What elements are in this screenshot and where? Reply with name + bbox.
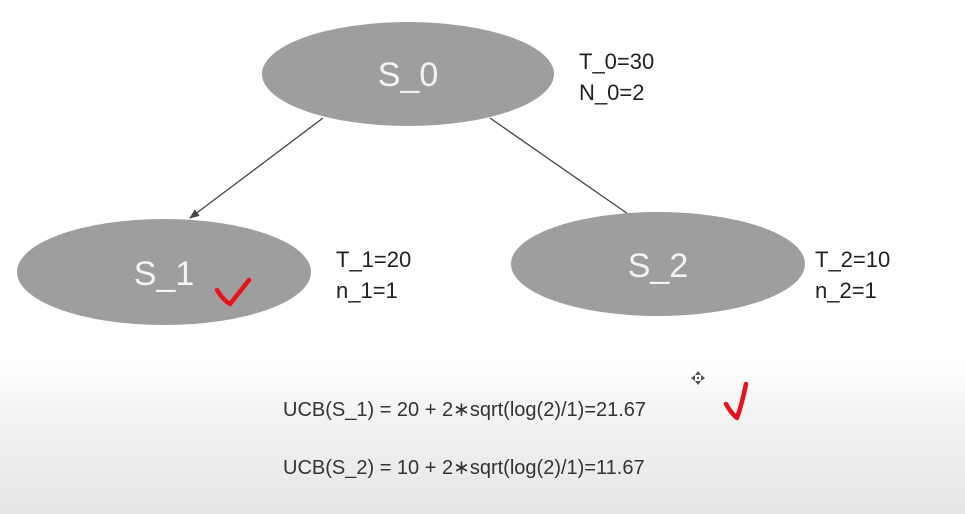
- edge-s0-s2: [489, 117, 629, 215]
- node-s2-label: S_2: [628, 247, 689, 285]
- checkmark-icon: [723, 381, 749, 421]
- move-cursor-icon: [691, 371, 705, 385]
- node-s1-visit-count: n_1=1: [336, 278, 398, 303]
- node-s0-total-value: T_0=30: [579, 49, 655, 74]
- node-s0-label: S_0: [378, 56, 439, 94]
- node-s2: S_2: [511, 212, 805, 316]
- edge-s0-s1: [189, 117, 324, 219]
- ucb-formula-s2: UCB(S_2) = 10 + 2∗sqrt(log(2)/1)=11.67: [283, 457, 645, 479]
- node-s2-stats: T_2=10 n_2=1: [815, 244, 890, 306]
- node-s1-total-value: T_1=20: [336, 247, 412, 272]
- node-s2-total-value: T_2=10: [815, 247, 891, 272]
- node-s1-label: S_1: [134, 255, 195, 293]
- node-s0-stats: T_0=30 N_0=2: [579, 46, 654, 108]
- checkmark-icon: [214, 277, 252, 307]
- node-s1-stats: T_1=20 n_1=1: [336, 244, 411, 306]
- node-s2-visit-count: n_2=1: [815, 278, 877, 303]
- node-s0: S_0: [262, 22, 554, 126]
- node-s1: S_1: [17, 219, 311, 325]
- ucb-formula-s1: UCB(S_1) = 20 + 2∗sqrt(log(2)/1)=21.67: [283, 399, 647, 421]
- node-s0-visit-count: N_0=2: [579, 80, 645, 105]
